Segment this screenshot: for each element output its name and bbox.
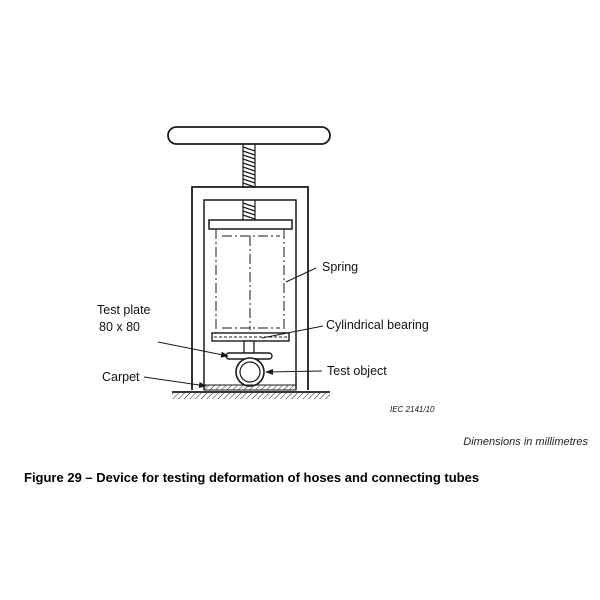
- label-carpet: Carpet: [102, 370, 140, 384]
- spring: [215, 229, 285, 333]
- screw-lower: [242, 200, 256, 220]
- units-note: Dimensions in millimetres: [463, 436, 588, 448]
- frame-inner: [203, 199, 297, 390]
- label-cylindrical-bearing: Cylindrical bearing: [326, 318, 429, 332]
- frame-outer: [191, 186, 309, 390]
- leader-lines: [143, 267, 324, 388]
- top-plate: [208, 219, 293, 230]
- label-test-object: Test object: [327, 364, 387, 378]
- handle-bar: [167, 126, 331, 145]
- screw-upper: [242, 144, 256, 188]
- label-test-plate-size: 80 x 80: [99, 320, 140, 334]
- label-spring: Spring: [322, 260, 358, 274]
- label-test-plate: Test plate: [97, 303, 151, 317]
- test-object-inner: [239, 361, 261, 383]
- figure-caption: Figure 29 – Device for testing deformati…: [24, 470, 480, 485]
- carpet: [203, 384, 297, 391]
- ground-hatch: [172, 393, 330, 399]
- test-plate-stem: [243, 340, 255, 355]
- figure-code: IEC 2141/10: [390, 405, 435, 414]
